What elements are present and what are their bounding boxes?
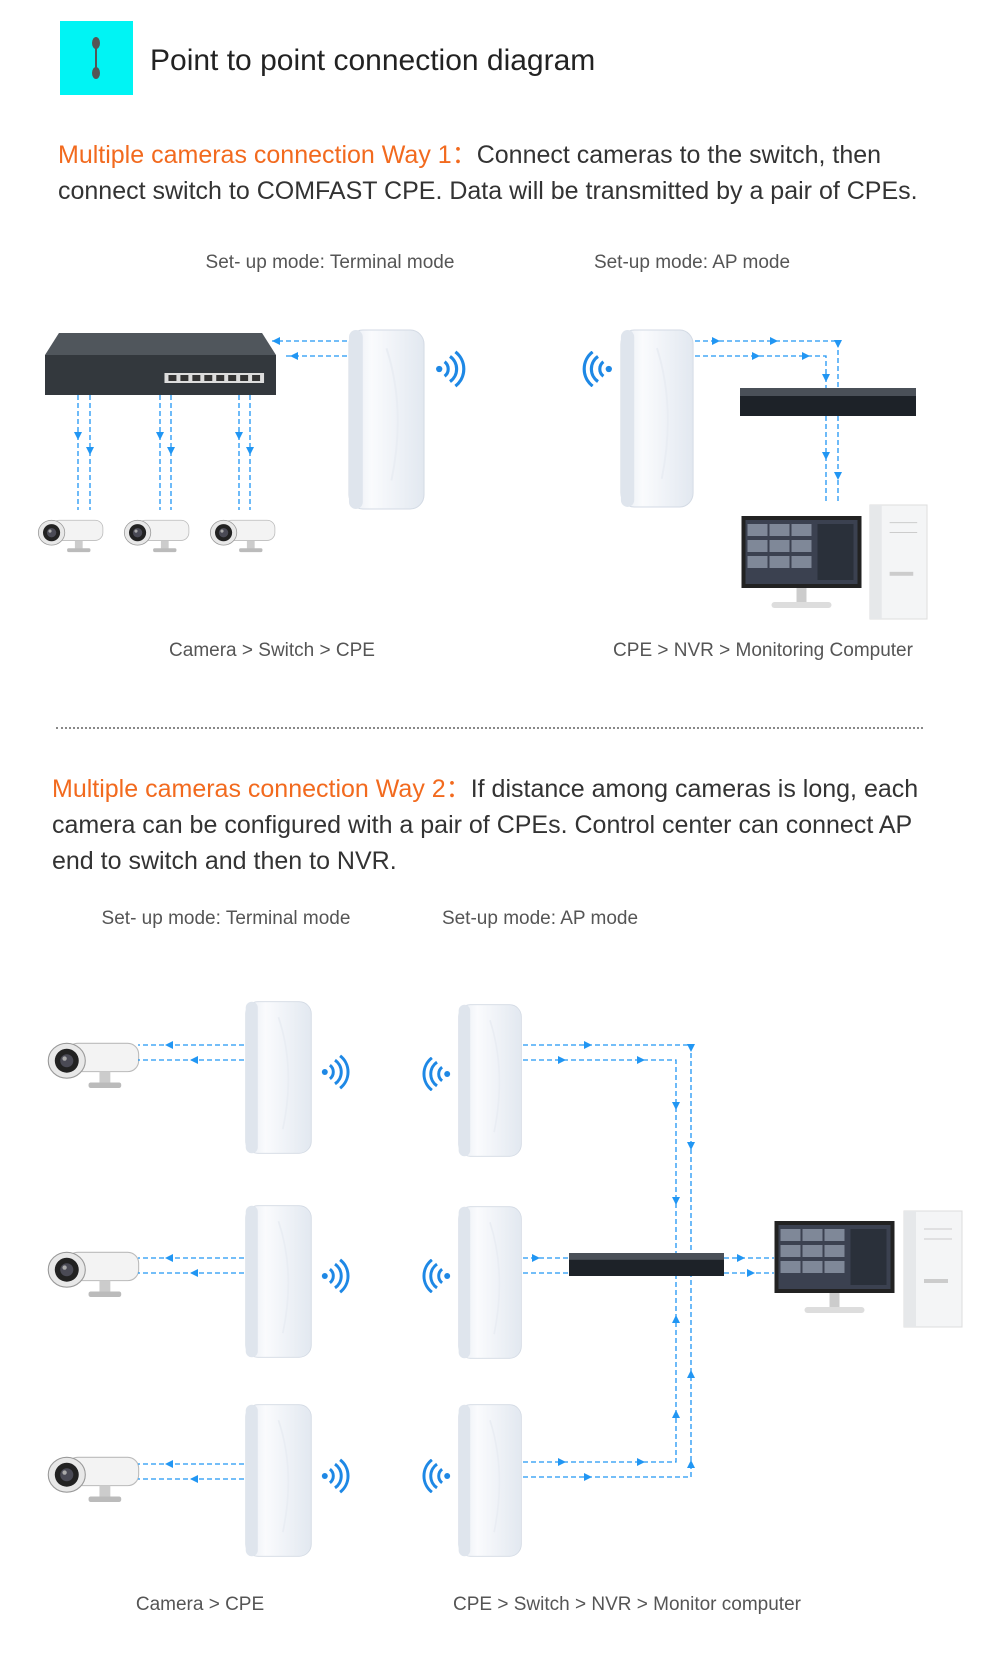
monitoring-screen: [774, 1221, 895, 1313]
wifi-signal-icon: [584, 352, 612, 386]
camera-3: [209, 519, 276, 553]
pc-tower: [869, 504, 928, 620]
cpe-device-terminal: [244, 1403, 313, 1558]
wifi-signal-icon: [424, 1260, 450, 1292]
wifi-signal-icon: [424, 1058, 450, 1090]
cpe-device-ap: [457, 1205, 523, 1360]
wifi-signal-icon: [424, 1460, 450, 1492]
way2-description: Multiple cameras connection Way 2：If dis…: [52, 771, 952, 879]
cpe-device-ap: [457, 1003, 523, 1158]
way2-row-1: [47, 1000, 523, 1158]
cpe-device-terminal: [347, 329, 426, 510]
way1-ap-mode-label: Set-up mode: AP mode: [593, 252, 791, 273]
wifi-signal-icon: [320, 1054, 350, 1090]
cpe-device-ap: [457, 1403, 523, 1558]
section-divider: [56, 727, 923, 729]
way2-left-caption: Camera > CPE: [135, 1594, 265, 1615]
monitoring-screen: [741, 516, 862, 608]
point-to-point-icon-glyph: [92, 37, 100, 79]
point-to-point-icon: [60, 21, 133, 95]
wifi-signal-icon: [320, 1258, 350, 1294]
wifi-signal-icon: [320, 1458, 350, 1494]
page-title: Point to point connection diagram: [150, 44, 596, 77]
way1-right-caption: CPE > NVR > Monitoring Computer: [613, 640, 913, 661]
nvr-recorder: [740, 388, 916, 416]
way1-right-links: [695, 340, 839, 502]
way1-right-arrows: [712, 337, 842, 480]
way2-right-caption: CPE > Switch > NVR > Monitor computer: [453, 1594, 801, 1615]
way2-arrows: [165, 1041, 755, 1483]
way2-row-3: [47, 1403, 523, 1558]
cpe-device-ap: [619, 329, 695, 508]
way2-ap-mode-label: Set-up mode: AP mode: [441, 908, 639, 929]
way1-heading: Multiple cameras connection Way 1：: [58, 141, 477, 169]
pc-tower: [903, 1210, 963, 1328]
way1-text: Connect cameras to the switch, then conn…: [58, 141, 918, 205]
way1-left-caption: Camera > Switch > CPE: [169, 640, 375, 661]
camera-2: [123, 519, 190, 553]
camera: [47, 1251, 140, 1298]
way2-row-2: [47, 1204, 523, 1360]
way2-terminal-mode-label: Set- up mode: Terminal mode: [101, 908, 351, 929]
way1-terminal-mode-label: Set- up mode: Terminal mode: [205, 252, 455, 273]
way2-heading: Multiple cameras connection Way 2：: [52, 775, 471, 803]
wifi-signal-icon: [434, 350, 466, 388]
cpe-device-terminal: [244, 1000, 313, 1155]
camera: [47, 1456, 140, 1503]
network-switch: [569, 1253, 724, 1276]
camera: [47, 1042, 140, 1089]
way1-left-arrows: [74, 337, 298, 455]
cpe-device-terminal: [244, 1204, 313, 1359]
camera-1: [37, 519, 104, 553]
network-switch: [45, 333, 276, 395]
way2-text: If distance among cameras is long, each …: [52, 775, 919, 875]
way1-description: Multiple cameras connection Way 1：Connec…: [58, 137, 958, 209]
